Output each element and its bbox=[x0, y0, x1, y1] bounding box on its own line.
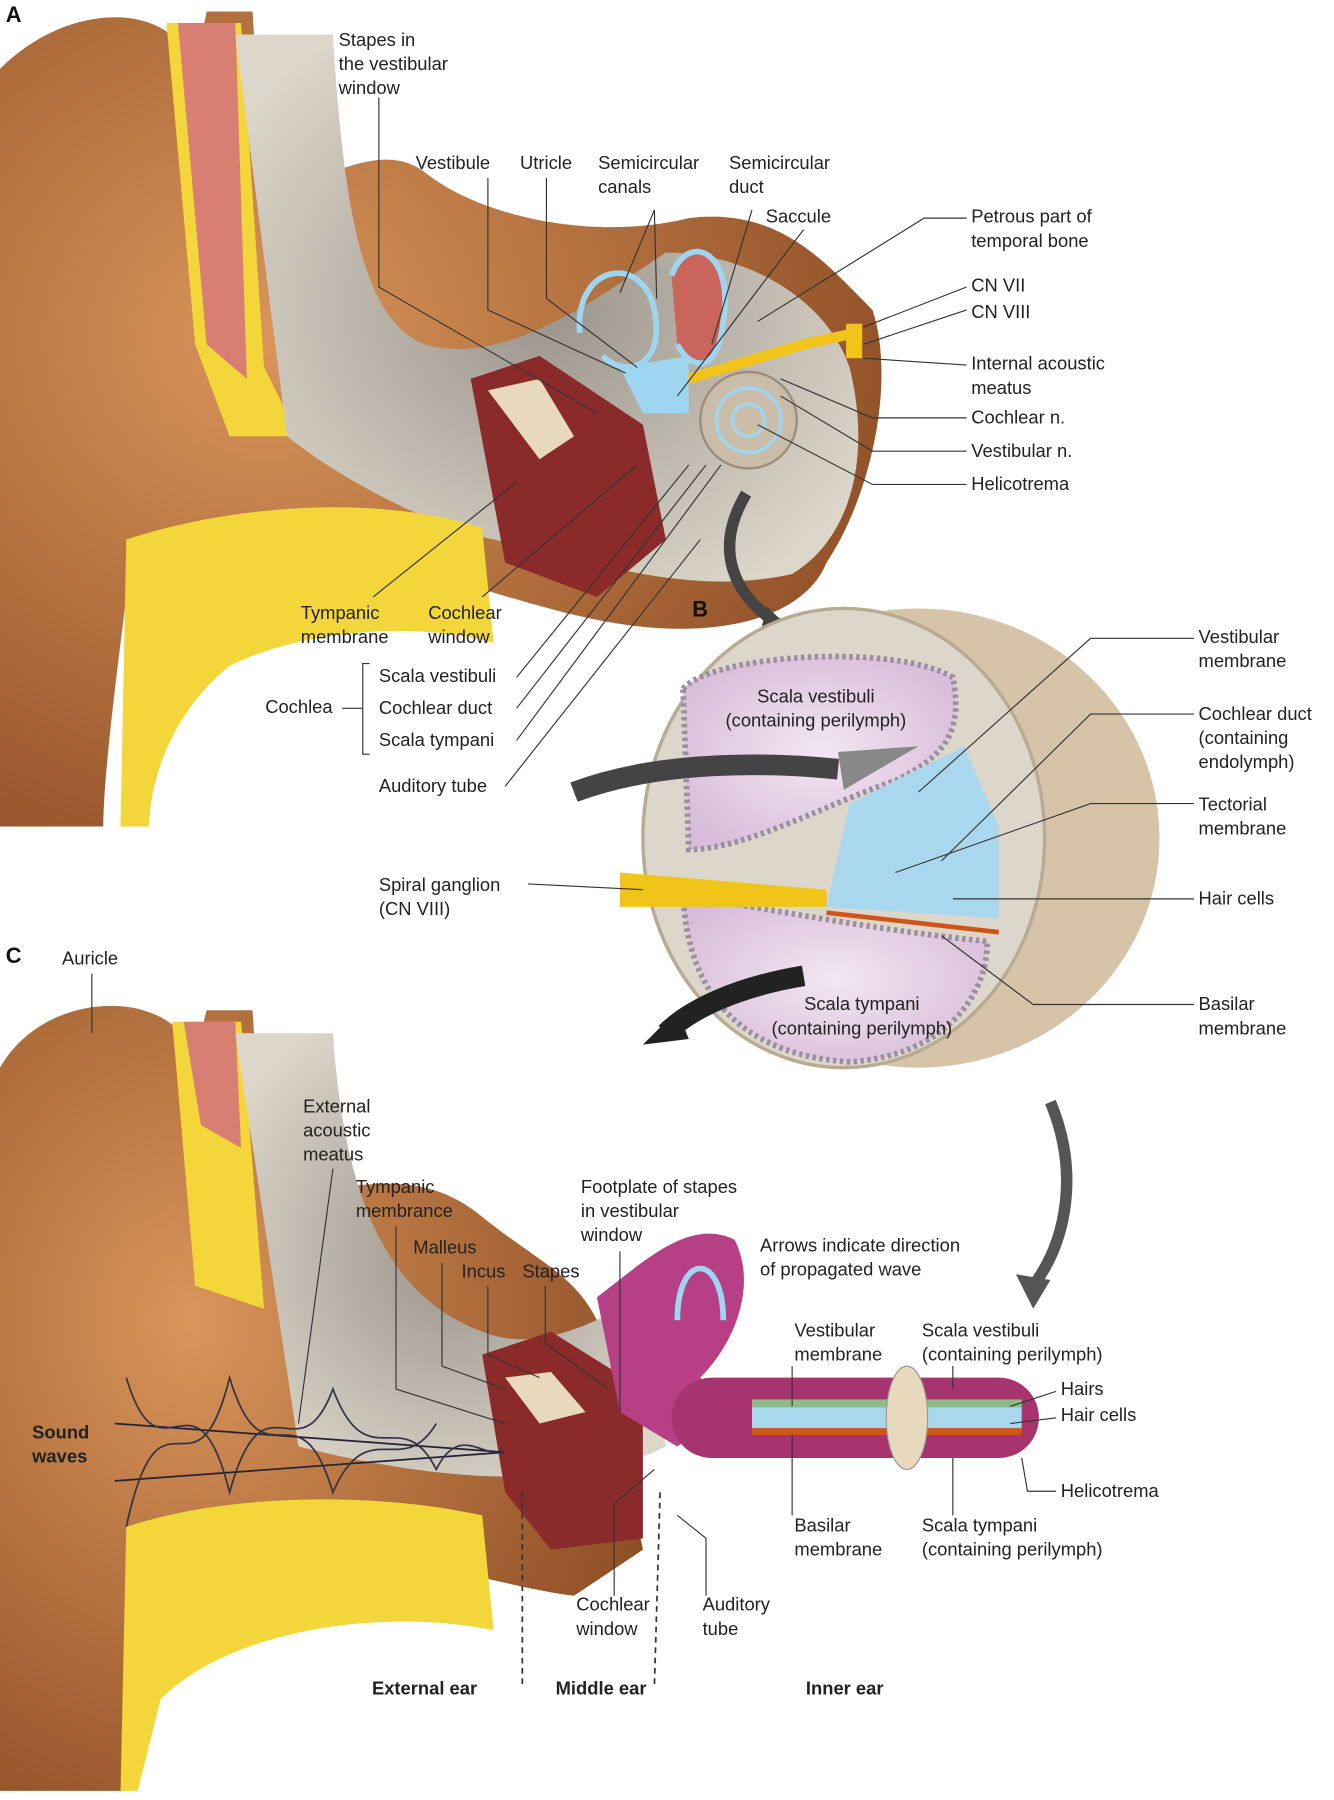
label-vestibular-nerve: Vestibular n. bbox=[971, 441, 1073, 462]
label-external-acoustic-meatus: External acoustic meatus bbox=[303, 1097, 371, 1166]
label-cochlea: Cochlea bbox=[265, 697, 333, 718]
label-auricle: Auricle bbox=[61, 949, 119, 969]
label-spiral-ganglion: Spiral ganglion (CN VIII) bbox=[378, 875, 501, 920]
label-hairs: Hairs bbox=[1060, 1379, 1104, 1400]
leader-lines-a bbox=[342, 97, 967, 787]
label-basilar-membrane-c: Basilar membrane bbox=[794, 1516, 883, 1561]
leader-lines-b bbox=[528, 637, 1194, 1006]
fat-lower-c bbox=[120, 1499, 494, 1791]
leader-lines-c bbox=[91, 973, 1057, 1596]
label-cn-viii: CN VIII bbox=[971, 303, 1031, 323]
label-helicotrema-c: Helicotrema bbox=[1060, 1482, 1159, 1502]
cn-viii-a bbox=[687, 327, 857, 384]
label-basilar-membrane-b: Basilar membrane bbox=[1198, 995, 1287, 1039]
label-scala-vestibuli-b: Scala vestibuli (containing perilymph) bbox=[725, 687, 907, 732]
label-vestibular-membrane-b: Vestibular membrane bbox=[1198, 627, 1287, 672]
label-tympanic-membrane-a: Tympanic membrane bbox=[300, 603, 389, 648]
label-cochlear-nerve: Cochlear n. bbox=[971, 408, 1066, 429]
label-malleus: Malleus bbox=[413, 1238, 477, 1259]
label-hair-cells-b: Hair cells bbox=[1198, 889, 1275, 910]
label-middle-ear: Middle ear bbox=[555, 1679, 647, 1700]
spiral-ganglion-b bbox=[619, 872, 827, 907]
label-stapes-vestibular-window: Stapes in the vestibular window bbox=[338, 30, 448, 99]
label-cochlear-duct-b: Cochlear duct (containing endolymph) bbox=[1198, 704, 1312, 773]
scala-vestibuli-b bbox=[680, 653, 959, 853]
cochlea-a bbox=[699, 370, 798, 470]
muscle-a bbox=[177, 22, 247, 379]
label-semicircular-canals: Semicircular canals bbox=[598, 153, 700, 198]
vestibule-a bbox=[619, 355, 689, 414]
label-cochlear-duct-a: Cochlear duct bbox=[378, 699, 493, 719]
fat-lower-a bbox=[120, 507, 494, 827]
label-auditory-tube-c: Auditory tube bbox=[702, 1595, 770, 1640]
label-scala-tympani-b: Scala tympani (containing perilymph) bbox=[771, 995, 953, 1039]
panel-c-illustration bbox=[0, 1005, 1039, 1791]
label-hair-cells-c: Hair cells bbox=[1060, 1406, 1137, 1426]
scala-tympani-b bbox=[680, 892, 991, 1065]
panel-label-a: A bbox=[5, 3, 22, 28]
panel-a-illustration bbox=[0, 11, 882, 827]
label-scala-vestibuli-c: Scala vestibuli (containing perilymph) bbox=[921, 1321, 1103, 1365]
internal-acoustic-meatus-a bbox=[846, 323, 863, 359]
label-inner-ear: Inner ear bbox=[805, 1679, 884, 1700]
section-ring-c bbox=[885, 1365, 929, 1471]
arrow-b-to-c bbox=[1028, 1099, 1073, 1290]
label-auditory-tube-a: Auditory tube bbox=[378, 777, 488, 797]
label-incus: Incus bbox=[461, 1262, 506, 1283]
label-external-ear: External ear bbox=[371, 1679, 478, 1700]
label-scala-tympani-a: Scala tympani bbox=[378, 731, 495, 751]
label-cochlear-window-c: Cochlear window bbox=[576, 1595, 650, 1640]
panel-b-illustration bbox=[570, 606, 1160, 1070]
label-saccule: Saccule bbox=[765, 207, 832, 228]
region-dividers bbox=[521, 1492, 661, 1688]
label-tectorial-membrane: Tectorial membrane bbox=[1198, 795, 1287, 840]
panel-label-b: B bbox=[692, 598, 709, 623]
label-scala-tympani-c: Scala tympani (containing perilymph) bbox=[921, 1516, 1103, 1561]
panel-label-c: C bbox=[5, 944, 22, 969]
label-internal-acoustic-meatus: Internal acoustic meatus bbox=[971, 354, 1105, 399]
label-scala-vestibuli-a: Scala vestibuli bbox=[378, 666, 497, 687]
label-footplate-of-stapes: Footplate of stapes in vestibular window bbox=[580, 1177, 738, 1246]
label-vestibule: Vestibule bbox=[415, 153, 491, 174]
ossicles-a bbox=[487, 378, 574, 460]
label-arrows-note: Arrows indicate direction of propagated … bbox=[759, 1236, 961, 1281]
ossicles-c bbox=[505, 1371, 586, 1424]
label-cn-vii: CN VII bbox=[971, 276, 1026, 297]
label-petrous-temporal-bone: Petrous part of temporal bone bbox=[971, 207, 1092, 252]
label-tympanic-membrane-c: Tympanic membrance bbox=[355, 1177, 453, 1222]
semicircular-duct-a bbox=[668, 248, 728, 367]
label-helicotrema-a: Helicotrema bbox=[971, 475, 1070, 495]
fat-layer-c bbox=[172, 1021, 265, 1309]
label-semicircular-duct: Semicircular duct bbox=[728, 153, 831, 198]
label-stapes-c: Stapes bbox=[522, 1262, 580, 1283]
temporal-bone-a bbox=[235, 34, 859, 582]
label-cochlear-window-a: Cochlear window bbox=[428, 603, 502, 648]
label-vestibular-membrane-c: Vestibular membrane bbox=[794, 1321, 883, 1365]
label-sound-waves: Sound waves bbox=[32, 1423, 90, 1468]
label-utricle: Utricle bbox=[520, 153, 573, 174]
wave-arrow-in bbox=[570, 754, 840, 802]
cochlear-duct-b bbox=[826, 746, 999, 919]
basilar-membrane-b bbox=[826, 910, 1000, 935]
